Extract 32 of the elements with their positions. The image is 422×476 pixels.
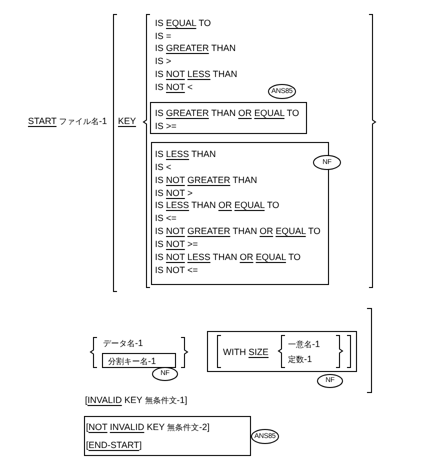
syntax-line: IS GREATER THAN OR EQUAL TO bbox=[155, 106, 300, 118]
syntax-line: IS LESS THAN bbox=[155, 148, 216, 160]
syntax-line: IS <= bbox=[155, 212, 177, 224]
syntax-line: IS NOT < bbox=[155, 81, 193, 93]
syntax-line: IS NOT > bbox=[155, 186, 193, 199]
syntax-line: IS NOT LESS THAN bbox=[155, 68, 238, 80]
syntax-line: 分割キー名-1 bbox=[108, 354, 156, 366]
option-box bbox=[84, 416, 251, 456]
syntax-line: 定数-1 bbox=[288, 352, 312, 364]
syntax-line: [INVALID KEY 無条件文-1] bbox=[85, 394, 188, 406]
syntax-line: IS EQUAL TO bbox=[155, 17, 211, 29]
option-box bbox=[102, 353, 176, 368]
syntax-line: IS >= bbox=[155, 120, 177, 132]
option-box bbox=[207, 331, 357, 372]
syntax-line: IS GREATER THAN bbox=[155, 42, 236, 54]
syntax-line: IS > bbox=[155, 55, 172, 67]
syntax-line: IS = bbox=[155, 30, 172, 42]
syntax-line: START ファイル名-1 bbox=[28, 115, 108, 127]
syntax-line: IS NOT LESS THAN OR EQUAL TO bbox=[155, 250, 301, 263]
syntax-line: 一意名-1 bbox=[288, 338, 320, 350]
syntax-line: IS NOT <= bbox=[155, 264, 198, 276]
syntax-line: WITH SIZE bbox=[223, 346, 269, 358]
syntax-line: IS NOT GREATER THAN OR EQUAL TO bbox=[155, 225, 320, 238]
syntax-line: [END-START] bbox=[86, 439, 142, 451]
syntax-line: IS NOT >= bbox=[155, 238, 198, 250]
syntax-line: [NOT INVALID KEY 無条件文-2] bbox=[86, 421, 210, 433]
syntax-line: IS LESS THAN OR EQUAL TO bbox=[155, 199, 280, 212]
syntax-line: IS NOT GREATER THAN bbox=[155, 174, 258, 186]
syntax-line: データ名-1 bbox=[103, 337, 144, 349]
option-box bbox=[150, 102, 307, 134]
syntax-line: KEY bbox=[118, 115, 136, 127]
syntax-line: IS < bbox=[155, 160, 172, 173]
